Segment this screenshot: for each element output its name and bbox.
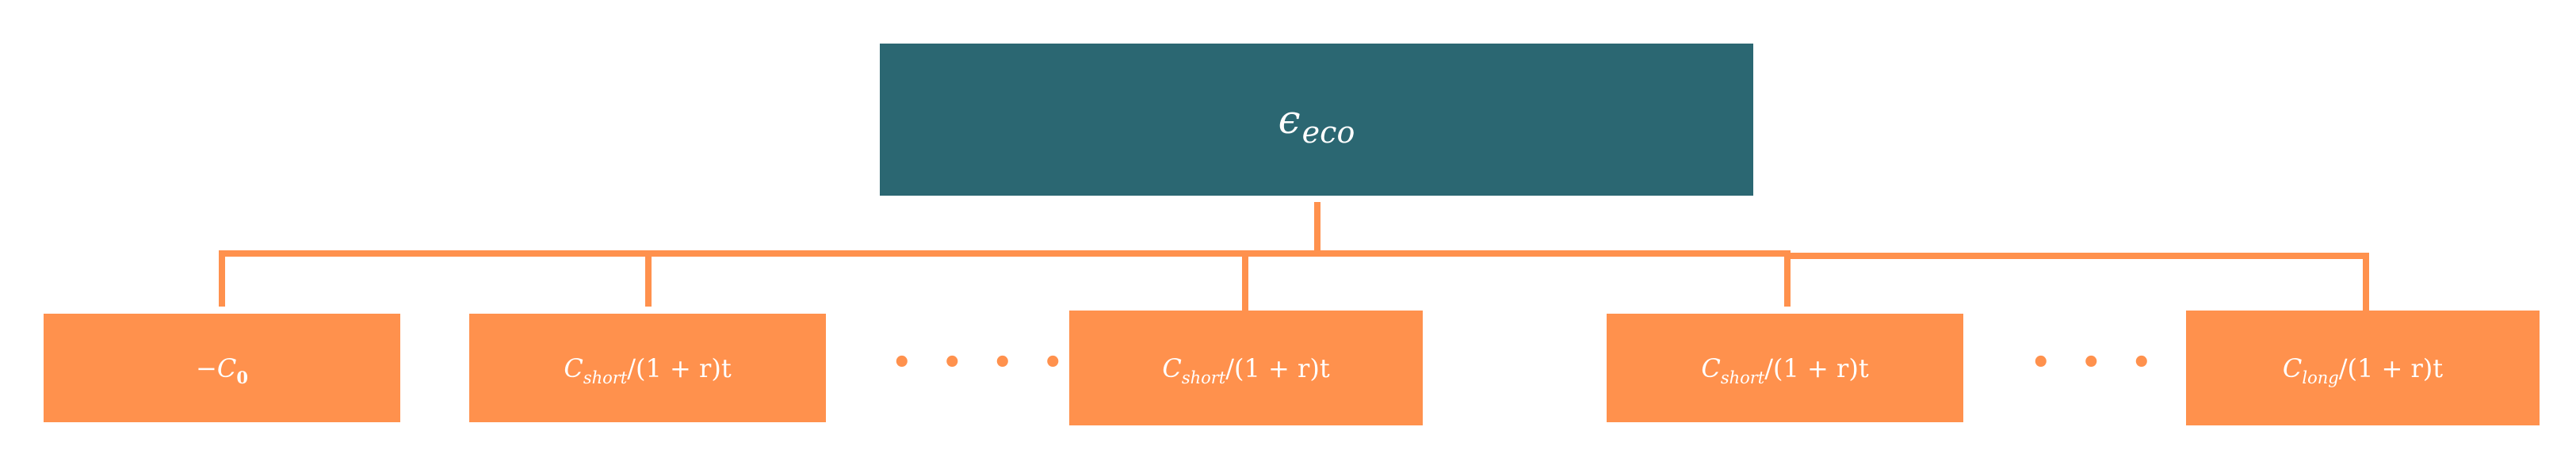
leaf-subscript: short bbox=[1181, 368, 1226, 387]
leaf-variable: C bbox=[216, 353, 237, 383]
leaf-node-short-cost-2: Cshort/(1 + r)t bbox=[1069, 311, 1423, 425]
leaf-suffix: /(1 + r)t bbox=[2338, 353, 2444, 383]
leaf-label: −C0 bbox=[196, 353, 248, 386]
leaf-label: Cshort/(1 + r)t bbox=[564, 353, 732, 387]
root-label: ϵeco bbox=[1278, 100, 1355, 147]
leaf-variable: C bbox=[1701, 353, 1721, 383]
leaf-node-long-cost: Clong/(1 + r)t bbox=[2186, 311, 2540, 425]
leaf-node-initial-cost: −C0 bbox=[44, 314, 400, 422]
leaf-subscript: short bbox=[1720, 368, 1765, 387]
leaf-subscript: short bbox=[583, 368, 628, 387]
leaf-suffix: /(1 + r)t bbox=[1225, 353, 1330, 383]
leaf-label: Clong/(1 + r)t bbox=[2282, 353, 2444, 387]
leaf-variable: C bbox=[564, 353, 583, 383]
leaf-prefix: − bbox=[196, 353, 217, 383]
leaf-variable: C bbox=[2282, 353, 2303, 383]
leaf-node-short-cost-1: Cshort/(1 + r)t bbox=[469, 314, 826, 422]
root-node: ϵeco bbox=[880, 44, 1753, 196]
leaf-suffix: /(1 + r)t bbox=[1764, 353, 1869, 383]
leaf-subscript: 0 bbox=[236, 367, 248, 387]
leaf-label: Cshort/(1 + r)t bbox=[1162, 353, 1330, 387]
leaf-node-short-cost-3: Cshort/(1 + r)t bbox=[1607, 314, 1963, 422]
leaf-suffix: /(1 + r)t bbox=[627, 353, 732, 383]
root-symbol: ϵ bbox=[1278, 97, 1301, 143]
leaf-variable: C bbox=[1162, 353, 1182, 383]
root-subscript: eco bbox=[1301, 115, 1355, 150]
leaf-label: Cshort/(1 + r)t bbox=[1701, 353, 1869, 387]
leaf-subscript: long bbox=[2302, 368, 2339, 387]
